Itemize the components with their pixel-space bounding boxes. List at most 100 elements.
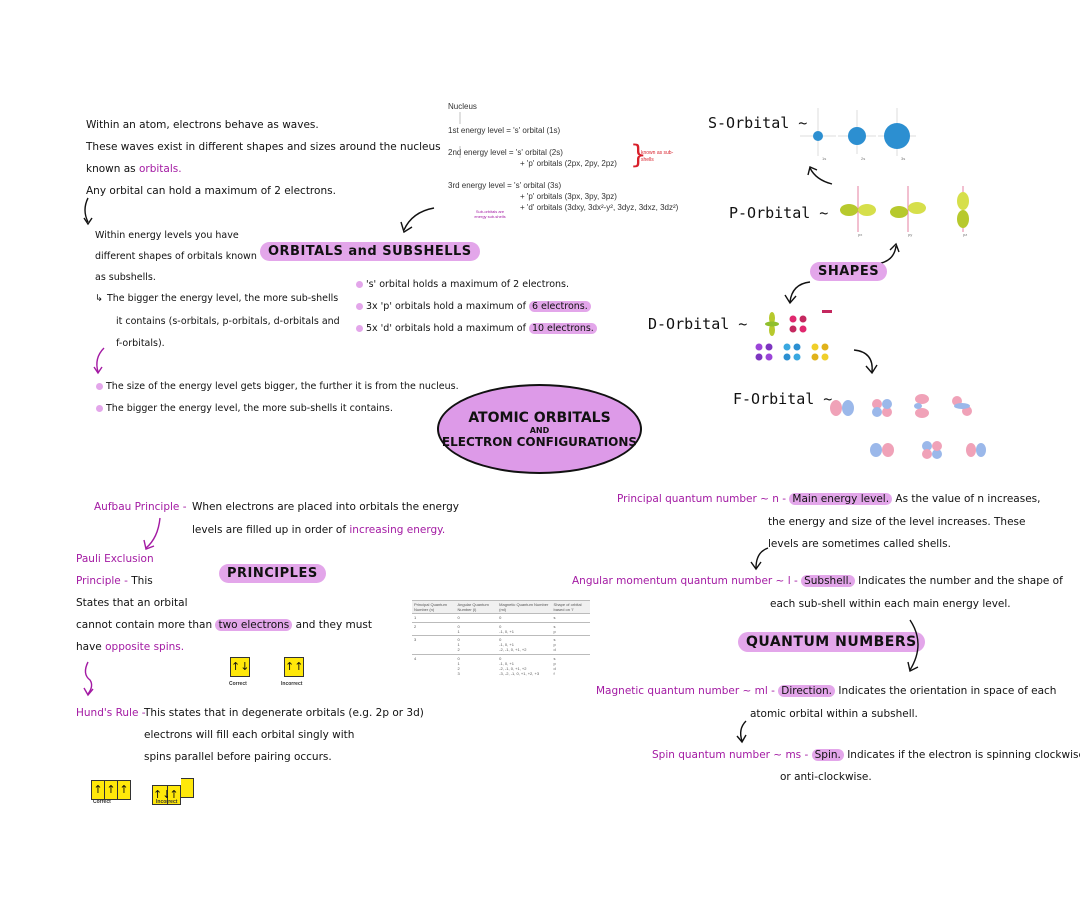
pauli-name-1: Pauli Exclusion — [76, 553, 154, 565]
principal-line-2: the energy and size of the level increas… — [768, 516, 1026, 528]
s-to-p-arrow-icon — [807, 166, 833, 185]
table-cell: 0 — [455, 613, 498, 623]
subshell-brace: } — [630, 140, 647, 170]
d-orbital-label: D-Orbital ~ — [648, 315, 748, 333]
levels-line-3: as subshells. — [95, 272, 156, 283]
hund-incorrect-box: ↑ — [168, 785, 181, 805]
intro-arrow-icon — [83, 197, 93, 226]
table-header: Angular Quantum Number (l) — [455, 599, 498, 614]
spin-line-2: or anti-clockwise. — [780, 771, 872, 783]
title-line-1: ATOMIC ORBITALS — [468, 409, 611, 426]
d-orbitals-image — [755, 310, 832, 361]
table-cell: s p d — [551, 634, 590, 654]
size-bullet-2: The bigger the energy level, the more su… — [96, 403, 393, 415]
pauli-arrow-icon — [83, 661, 94, 697]
orbitals-subshells-banner: ORBITALS and SUBSHELLS — [260, 242, 480, 261]
energy-level-3b: + 'p' orbitals (3px, 3py, 3pz) — [520, 192, 617, 201]
energy-level-3a: 3rd energy level = 's' orbital (3s) — [448, 181, 562, 190]
pauli-incorrect-box: ↑↑ — [284, 657, 304, 677]
table-cell: 0 1 — [455, 621, 498, 636]
intro-line-4: Any orbital can hold a maximum of 2 elec… — [86, 185, 336, 197]
energy-level-1: 1st energy level = 's' orbital (1s) — [448, 126, 561, 135]
hund-incorrect-box: ↑↓ — [152, 785, 171, 805]
aufbau-line-1: When electrons are placed into orbitals … — [192, 501, 459, 513]
energy-level-2b: + 'p' orbitals (2px, 2py, 2pz) — [520, 159, 617, 168]
table-header-row: Principal Quantum Number (n) Angular Qua… — [412, 599, 590, 614]
capacity-d: 5x 'd' orbitals hold a maximum of 10 ele… — [356, 323, 597, 335]
table-cell: 0 — [497, 613, 552, 623]
magnetic-arrow-icon — [736, 720, 747, 744]
aufbau-line-2: levels are filled up in order of increas… — [192, 524, 446, 536]
known-as-subshells: known as sub-shells — [641, 150, 674, 163]
hund-incorrect-boxes: ↑↓↑ — [152, 778, 194, 805]
aufbau-name: Aufbau Principle - — [94, 501, 187, 513]
table-cell: 1 — [412, 613, 456, 623]
hund-correct-box: ↑ — [105, 780, 118, 800]
spin-line-1: Spin quantum number ~ ms - Spin. Indicat… — [652, 749, 1080, 761]
hund-correct-boxes: ↑↑↑ — [91, 778, 131, 800]
s-orbital-label: S-Orbital ~ — [708, 114, 808, 132]
energy-side-note: Sub-orbitals are energy sub-shells — [474, 209, 506, 220]
s-caption-1: 1s — [822, 156, 826, 161]
title-line-3: ELECTRON CONFIGURATIONS — [441, 434, 638, 449]
intro-line-3: known as orbitals. — [86, 163, 182, 175]
capacity-p: 3x 'p' orbitals hold a maximum of 6 elec… — [356, 301, 591, 313]
f-orbital-label: F-Orbital ~ — [733, 390, 833, 408]
magnetic-line-1: Magnetic quantum number ~ ml - Direction… — [596, 685, 1057, 697]
s-caption-2: 2s — [861, 156, 865, 161]
p-orbital-label: P-Orbital ~ — [729, 204, 829, 222]
pauli-correct-caption: Correct — [229, 681, 247, 687]
f-orbitals-image — [830, 394, 986, 459]
hund-line-2: electrons will fill each orbital singly … — [144, 729, 355, 741]
levels-line-6: f-orbitals). — [116, 338, 165, 349]
table-cell: s p — [551, 621, 590, 636]
levels-line-2: different shapes of orbitals known — [95, 251, 257, 262]
banner-arrow-icon — [400, 207, 435, 234]
s-orbitals-image: 1s 2s 3s — [800, 108, 916, 161]
table-header: Shape of orbital based on 'l' — [551, 599, 590, 614]
angular-line-1: Angular momentum quantum number ~ l - Su… — [572, 575, 1063, 587]
levels-arrow-icon — [93, 347, 105, 375]
table-header: Principal Quantum Number (n) — [412, 599, 456, 614]
table-cell: 4 — [412, 653, 456, 678]
p-orbitals-image: px py pz — [840, 186, 969, 237]
main-title: ATOMIC ORBITALS AND ELECTRON CONFIGURATI… — [437, 384, 642, 474]
s-caption-3: 3s — [901, 156, 905, 161]
pauli-line-4: have opposite spins. — [76, 641, 185, 653]
pauli-name-2: Principle - This — [76, 575, 153, 587]
angular-line-2: each sub-shell within each main energy l… — [770, 598, 1011, 610]
quantum-number-table: Principal Quantum Number (n) Angular Qua… — [412, 599, 590, 678]
principal-arrow-icon — [750, 547, 769, 571]
p-caption-1: px — [858, 232, 862, 237]
table-cell: 0 -1, 0, +1 -2, -1, 0, +1, +2 -3, -2, -1… — [497, 653, 552, 678]
pauli-correct-box: ↑↓ — [230, 657, 250, 677]
quantum-banner-arrow-icon — [907, 619, 919, 673]
energy-connector-icon — [459, 112, 461, 158]
table-cell: s — [551, 613, 590, 623]
hund-correct-box: ↑ — [91, 780, 105, 800]
nucleus-label: Nucleus — [448, 102, 477, 111]
levels-line-1: Within energy levels you have — [95, 230, 239, 241]
levels-line-4: ↳The bigger the energy level, the more s… — [95, 293, 339, 304]
hund-incorrect-caption: Incorrect — [156, 799, 178, 805]
table-row: 3 0 1 2 0 -1, 0, +1 -2, -1, 0, +1, +2 s … — [412, 634, 590, 654]
table-row: 2 0 1 0 -1, 0, +1 s p — [412, 621, 590, 636]
principal-line-1: Principal quantum number ~ n - Main ener… — [617, 493, 1041, 505]
capacity-s: 's' orbital holds a maximum of 2 electro… — [356, 279, 569, 291]
table-header: Magnetic Quantum Number (ml) — [497, 599, 552, 614]
principal-line-3: levels are sometimes called shells. — [768, 538, 951, 550]
pauli-line-3: cannot contain more than two electrons a… — [76, 619, 372, 631]
intro-line-1: Within an atom, electrons behave as wave… — [86, 119, 319, 131]
table-row: 4 0 1 2 3 0 -1, 0, +1 -2, -1, 0, +1, +2 … — [412, 653, 590, 678]
p-caption-3: pz — [963, 232, 967, 237]
size-bullet-1: The size of the energy level gets bigger… — [96, 381, 459, 393]
table-cell: s p d f — [551, 653, 590, 678]
d-to-f-arrow-icon — [853, 349, 878, 375]
hund-correct-caption: Correct — [93, 799, 111, 805]
table-cell: 0 1 2 — [455, 634, 498, 654]
magnetic-line-2: atomic orbital within a subshell. — [750, 708, 918, 720]
hund-line-1: This states that in degenerate orbitals … — [144, 707, 424, 719]
pauli-line-2: States that an orbital — [76, 597, 188, 609]
table-cell: 3 — [412, 634, 456, 654]
hund-name: Hund's Rule - — [76, 707, 146, 719]
